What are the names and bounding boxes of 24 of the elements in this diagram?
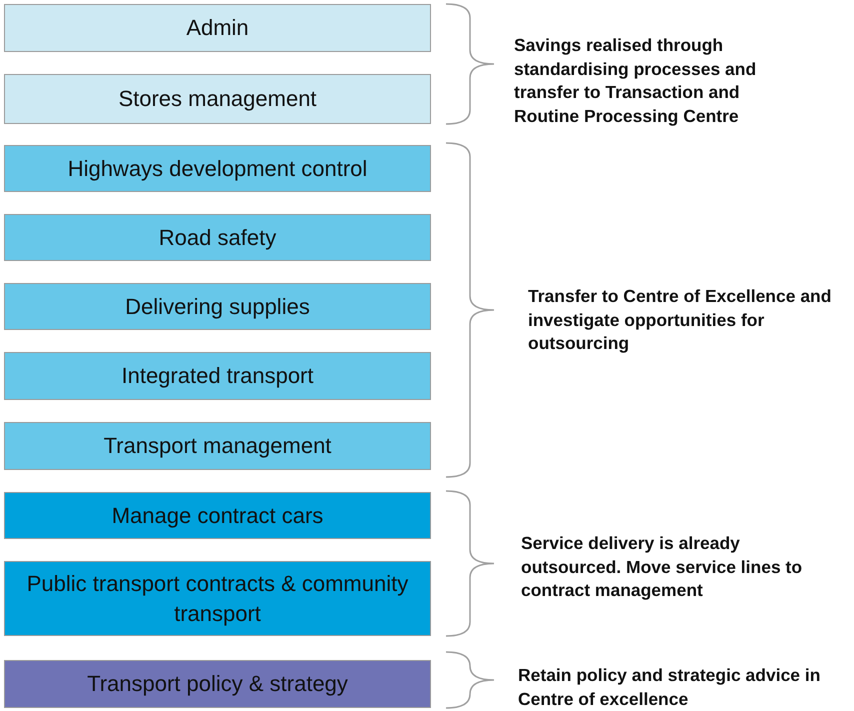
process-box — [4, 145, 431, 192]
process-box — [4, 422, 431, 470]
note-text: Savings realised through standardising processes and transfer to Transaction and Routine Processing Centre — [514, 34, 758, 128]
note-text: Service delivery is already outsourced. Move service lines to contract management — [521, 532, 804, 602]
note-text: Transfer to Centre of Excellence and investigate opportunities for outsourcing — [528, 285, 832, 356]
note-text: Retain policy and strategic advice in Centre of excellence — [518, 664, 822, 711]
box-label: Transport management — [104, 432, 332, 460]
process-box — [4, 214, 431, 261]
process-box — [4, 4, 431, 52]
box-label: Admin — [186, 14, 249, 42]
process-box — [4, 352, 431, 400]
box-label: Highways development control — [68, 154, 368, 183]
box-label: Road safety — [158, 224, 276, 252]
box-label: Manage contract cars — [112, 502, 324, 530]
box-label: Stores management — [118, 85, 317, 114]
process-box — [4, 283, 431, 330]
box-label: Public transport contracts & community transport — [26, 570, 410, 628]
box-label: Transport policy & strategy — [87, 670, 348, 698]
box-label: Delivering supplies — [125, 292, 310, 321]
process-box — [4, 561, 431, 636]
process-box — [4, 660, 431, 708]
process-box — [4, 492, 431, 539]
process-box — [4, 74, 431, 124]
box-label: Integrated transport — [121, 362, 314, 390]
